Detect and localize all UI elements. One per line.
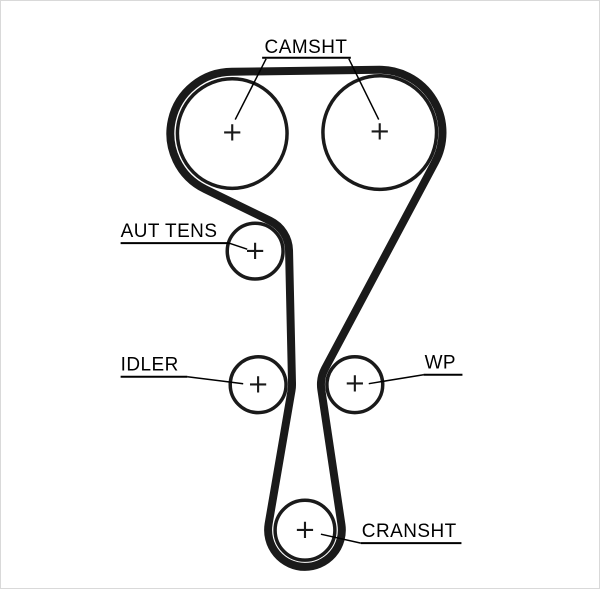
timing-belt [166,65,447,571]
crankshaft-center-marker: + [294,515,316,545]
auto-tensioner-pulley [225,221,285,281]
water-pump-center-marker: + [344,369,366,399]
water-pump-leader-line [368,373,424,385]
idler-label: IDLER [121,355,179,376]
idler-leader-line [187,375,244,385]
auto-tensioner-center-marker: + [244,236,266,266]
camshaft-right-leader-line [348,58,380,120]
crankshaft-label: CRANSHT [362,521,457,542]
auto-tensioner-label: AUT TENS [121,221,218,242]
water-pump-label: WP [425,353,456,374]
camshaft-left-center-marker: + [221,118,243,148]
camshaft-left-leader-line [234,58,267,120]
camshaft-right-center-marker: + [369,117,391,147]
idler-center-marker: + [247,370,269,400]
camshaft-right-pulley [321,74,439,192]
idler-pulley [228,355,288,415]
auto-tensioner-leader-line [229,242,248,250]
water-pump-pulley [325,355,385,415]
crankshaft-leader-line [320,533,361,544]
crankshaft-pulley [273,498,337,562]
camshaft-label: CAMSHT [265,37,348,58]
camshaft-left-pulley [175,76,289,191]
